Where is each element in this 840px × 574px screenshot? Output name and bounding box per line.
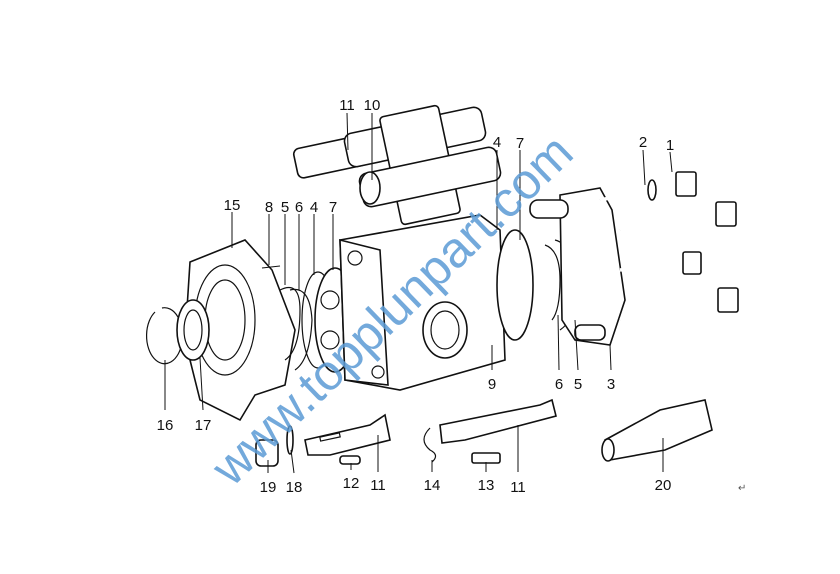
washer-18 [286, 425, 294, 455]
label-1: 1 [666, 137, 674, 154]
label-6-left: 6 [295, 199, 303, 216]
label-10: 10 [364, 97, 381, 114]
label-18: 18 [286, 479, 303, 496]
label-19: 19 [260, 479, 277, 496]
label-13: 13 [478, 477, 495, 494]
label-7-right: 7 [516, 135, 524, 152]
label-11-short-shaft: 11 [370, 477, 386, 494]
label-12: 12 [343, 475, 360, 492]
label-3: 3 [607, 376, 615, 393]
nut-19 [255, 439, 279, 467]
label-16: 16 [157, 417, 174, 434]
label-20: 20 [655, 477, 672, 494]
key-13 [471, 452, 501, 464]
short-shaft [304, 413, 391, 456]
drive-gear-shaft [292, 104, 502, 226]
leader-lines [164, 112, 673, 474]
retainer-ring-14 [423, 427, 437, 463]
label-15: 15 [224, 197, 241, 214]
label-6-right: 6 [555, 376, 563, 393]
label-5-right: 5 [574, 376, 582, 393]
label-4-left: 4 [310, 199, 318, 216]
bolts [599, 171, 739, 322]
label-17: 17 [195, 417, 212, 434]
label-2: 2 [639, 134, 647, 151]
shaft-seal [176, 299, 210, 361]
rear-cover [529, 187, 626, 346]
sleeve-20 [601, 399, 713, 462]
label-4-right: 4 [493, 134, 501, 151]
key-12 [339, 455, 361, 465]
label-14: 14 [424, 477, 441, 494]
label-11-gear-shaft: 11 [339, 97, 355, 114]
seal-plates-right [496, 229, 579, 341]
label-7-left: 7 [329, 199, 337, 216]
pump-body [339, 214, 506, 391]
long-shaft [439, 398, 557, 444]
retaining-ring [146, 307, 184, 365]
part-labels: 11 10 2 1 4 7 15 8 5 6 4 7 9 6 5 3 16 17… [157, 97, 675, 496]
label-8: 8 [265, 199, 273, 216]
return-mark: ↵ [738, 483, 746, 494]
label-11-long-shaft: 11 [510, 479, 526, 496]
label-9: 9 [488, 376, 496, 393]
label-5-left: 5 [281, 199, 289, 216]
